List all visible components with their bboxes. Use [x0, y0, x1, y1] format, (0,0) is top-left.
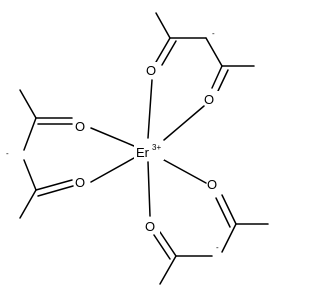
ligand-top: O O - — [145, 12, 255, 107]
bond-bottom-co-right-b — [215, 197, 231, 228]
bond-top-co-right-a — [211, 65, 223, 89]
bond-left-methyl-bottom — [19, 189, 37, 219]
oxygen-top-left-label: O — [146, 63, 156, 78]
oxygen-bottom-right-label: O — [207, 177, 217, 192]
bond-er-o-bottom-right — [163, 159, 207, 184]
oxygen-left-lower-label: O — [75, 175, 85, 190]
bond-bottom-methyl-left — [159, 255, 177, 285]
bond-er-o-bottom-left — [147, 161, 151, 217]
carbanion-charge-bottom: - — [216, 243, 219, 252]
bond-bottom-co-left-b — [153, 234, 171, 260]
metal-center: Er 3+ — [134, 142, 164, 160]
oxygen-left-upper-label: O — [75, 119, 85, 134]
metal-charge-label: 3+ — [152, 143, 161, 152]
bond-left-co-lower-b — [37, 185, 74, 197]
bond-er-o-top-right — [163, 105, 205, 141]
ligand-left: O O - — [6, 89, 90, 219]
bond-top-co-right-b — [217, 69, 229, 92]
oxygen-top-right-label: O — [204, 92, 214, 107]
carbanion-charge-top: - — [212, 29, 215, 38]
bond-er-o-top-left — [147, 79, 153, 139]
oxygen-bottom-left-label: O — [145, 219, 155, 234]
bond-top-co-left-b — [161, 40, 177, 66]
bond-top-ch-c — [205, 37, 223, 67]
bond-bottom-c-ch — [221, 223, 237, 253]
ligand-bottom: O O - — [144, 176, 269, 285]
bond-er-o-left-upper — [90, 127, 135, 147]
erbium-acetylacetonate-structure: O O - O O - — [6, 12, 269, 285]
bond-er-o-left-lower — [90, 157, 135, 183]
bond-bottom-co-left-a — [159, 231, 177, 257]
metal-symbol-label: Er — [136, 145, 150, 160]
bond-left-co-lower-a — [35, 179, 73, 191]
bond-bottom-co-right-a — [221, 194, 237, 225]
bond-left-c-ch — [23, 117, 37, 151]
carbanion-charge-left: - — [6, 149, 9, 158]
bond-left-ch-c — [23, 159, 37, 191]
bond-top-co-left-a — [155, 37, 171, 63]
coordination-bonds — [90, 79, 207, 217]
bond-left-methyl-top — [19, 89, 37, 119]
bond-top-methyl-left — [155, 12, 171, 39]
